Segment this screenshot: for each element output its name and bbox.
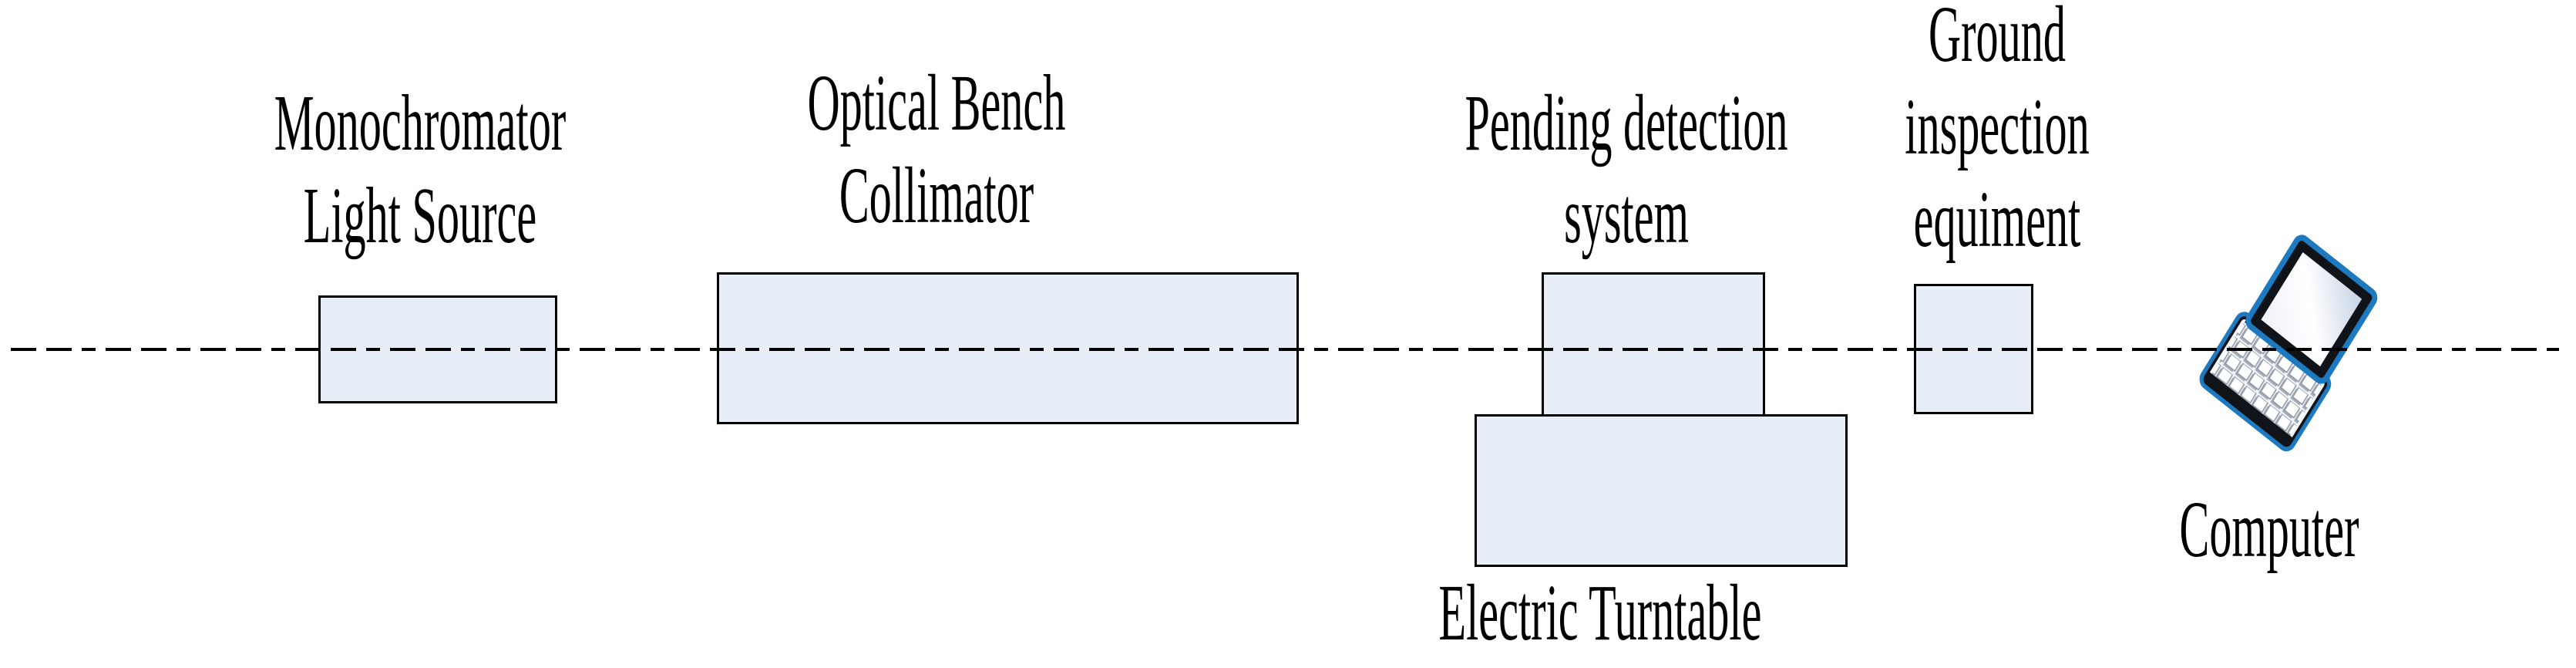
laptop-icon <box>2199 234 2378 452</box>
laptop-screen <box>2261 252 2362 366</box>
label-computer: Computer <box>2097 484 2442 576</box>
label-line: inspection <box>1905 83 2090 171</box>
pending-detection-system-box <box>1542 272 1765 414</box>
monochromator-light-source-box <box>318 295 557 403</box>
label-pending-detection-system: Pending detection system <box>1454 77 1799 262</box>
label-line: system <box>1564 171 1689 260</box>
electric-turntable-box <box>1475 414 1848 567</box>
label-line: equiment <box>1913 175 2081 264</box>
label-line: Pending detection <box>1465 79 1788 167</box>
label-electric-turntable: Electric Turntable <box>1428 567 1773 660</box>
label-optical-bench-collimator: Optical Bench Collimator <box>764 57 1109 242</box>
label-ground-inspection-equiment: Ground inspection equiment <box>1824 0 2170 266</box>
label-line: Monochromator <box>274 79 567 167</box>
keyboard-keys <box>2211 323 2322 436</box>
label-line: Collimator <box>839 151 1034 240</box>
optical-bench-collimator-box <box>717 272 1299 424</box>
label-line: Electric Turntable <box>1438 568 1762 657</box>
label-line: Ground <box>1929 0 2066 79</box>
ground-inspection-equiment-box <box>1914 284 2033 414</box>
label-line: Light Source <box>303 171 537 260</box>
label-line: Computer <box>2179 485 2359 574</box>
label-line: Optical Bench <box>807 59 1066 147</box>
label-monochromator-light-source: Monochromator Light Source <box>247 77 593 262</box>
